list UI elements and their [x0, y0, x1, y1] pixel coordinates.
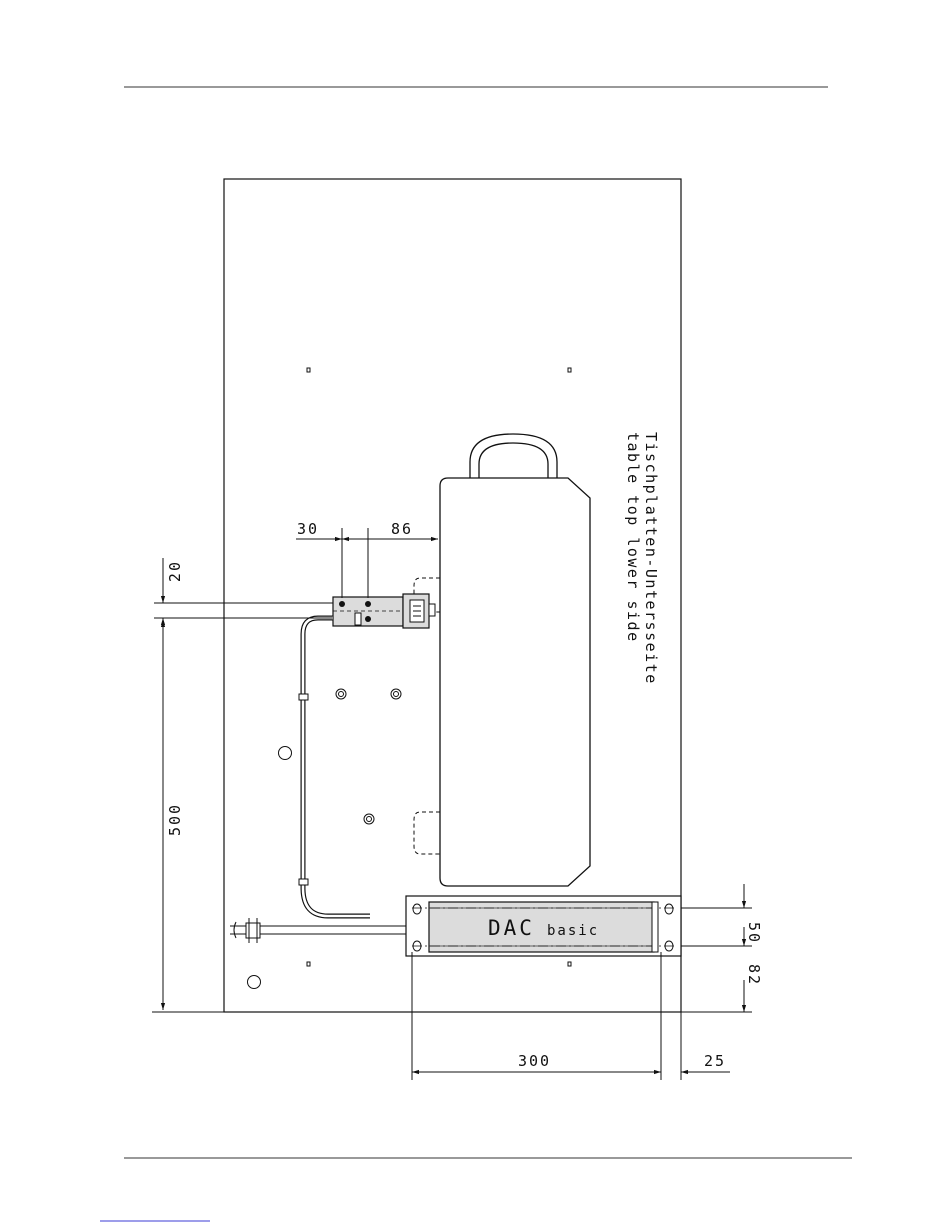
dim-label-300: 300 [518, 1052, 551, 1070]
side-label-en: table top lower side [624, 432, 642, 643]
side-label-de: Tischplatten-Untersseite [642, 432, 660, 685]
controller-handle [470, 434, 557, 478]
dac-device-body [429, 902, 654, 952]
dimension-500 [152, 620, 224, 1012]
dimension-50-82 [681, 884, 752, 1012]
dac-device-sub: basic [547, 923, 599, 939]
mounting-holes [248, 689, 402, 989]
dim-label-25: 25 [704, 1052, 726, 1070]
control-box-body [440, 478, 590, 886]
switch-cable [303, 618, 370, 916]
dac-device-name: DAC [488, 916, 535, 940]
dim-label-82: 82 [745, 964, 763, 986]
dim-label-50: 50 [745, 922, 763, 944]
dim-label-30: 30 [297, 520, 319, 538]
dim-label-86: 86 [391, 520, 413, 538]
dimension-30-86 [296, 528, 438, 598]
dim-label-500: 500 [166, 803, 184, 836]
dashed-clip-bottom [414, 812, 440, 854]
dimension-300-25 [412, 952, 730, 1080]
dim-label-20: 20 [166, 560, 184, 582]
cable-strain-relief [246, 923, 260, 938]
cable-end-cut [234, 922, 236, 938]
